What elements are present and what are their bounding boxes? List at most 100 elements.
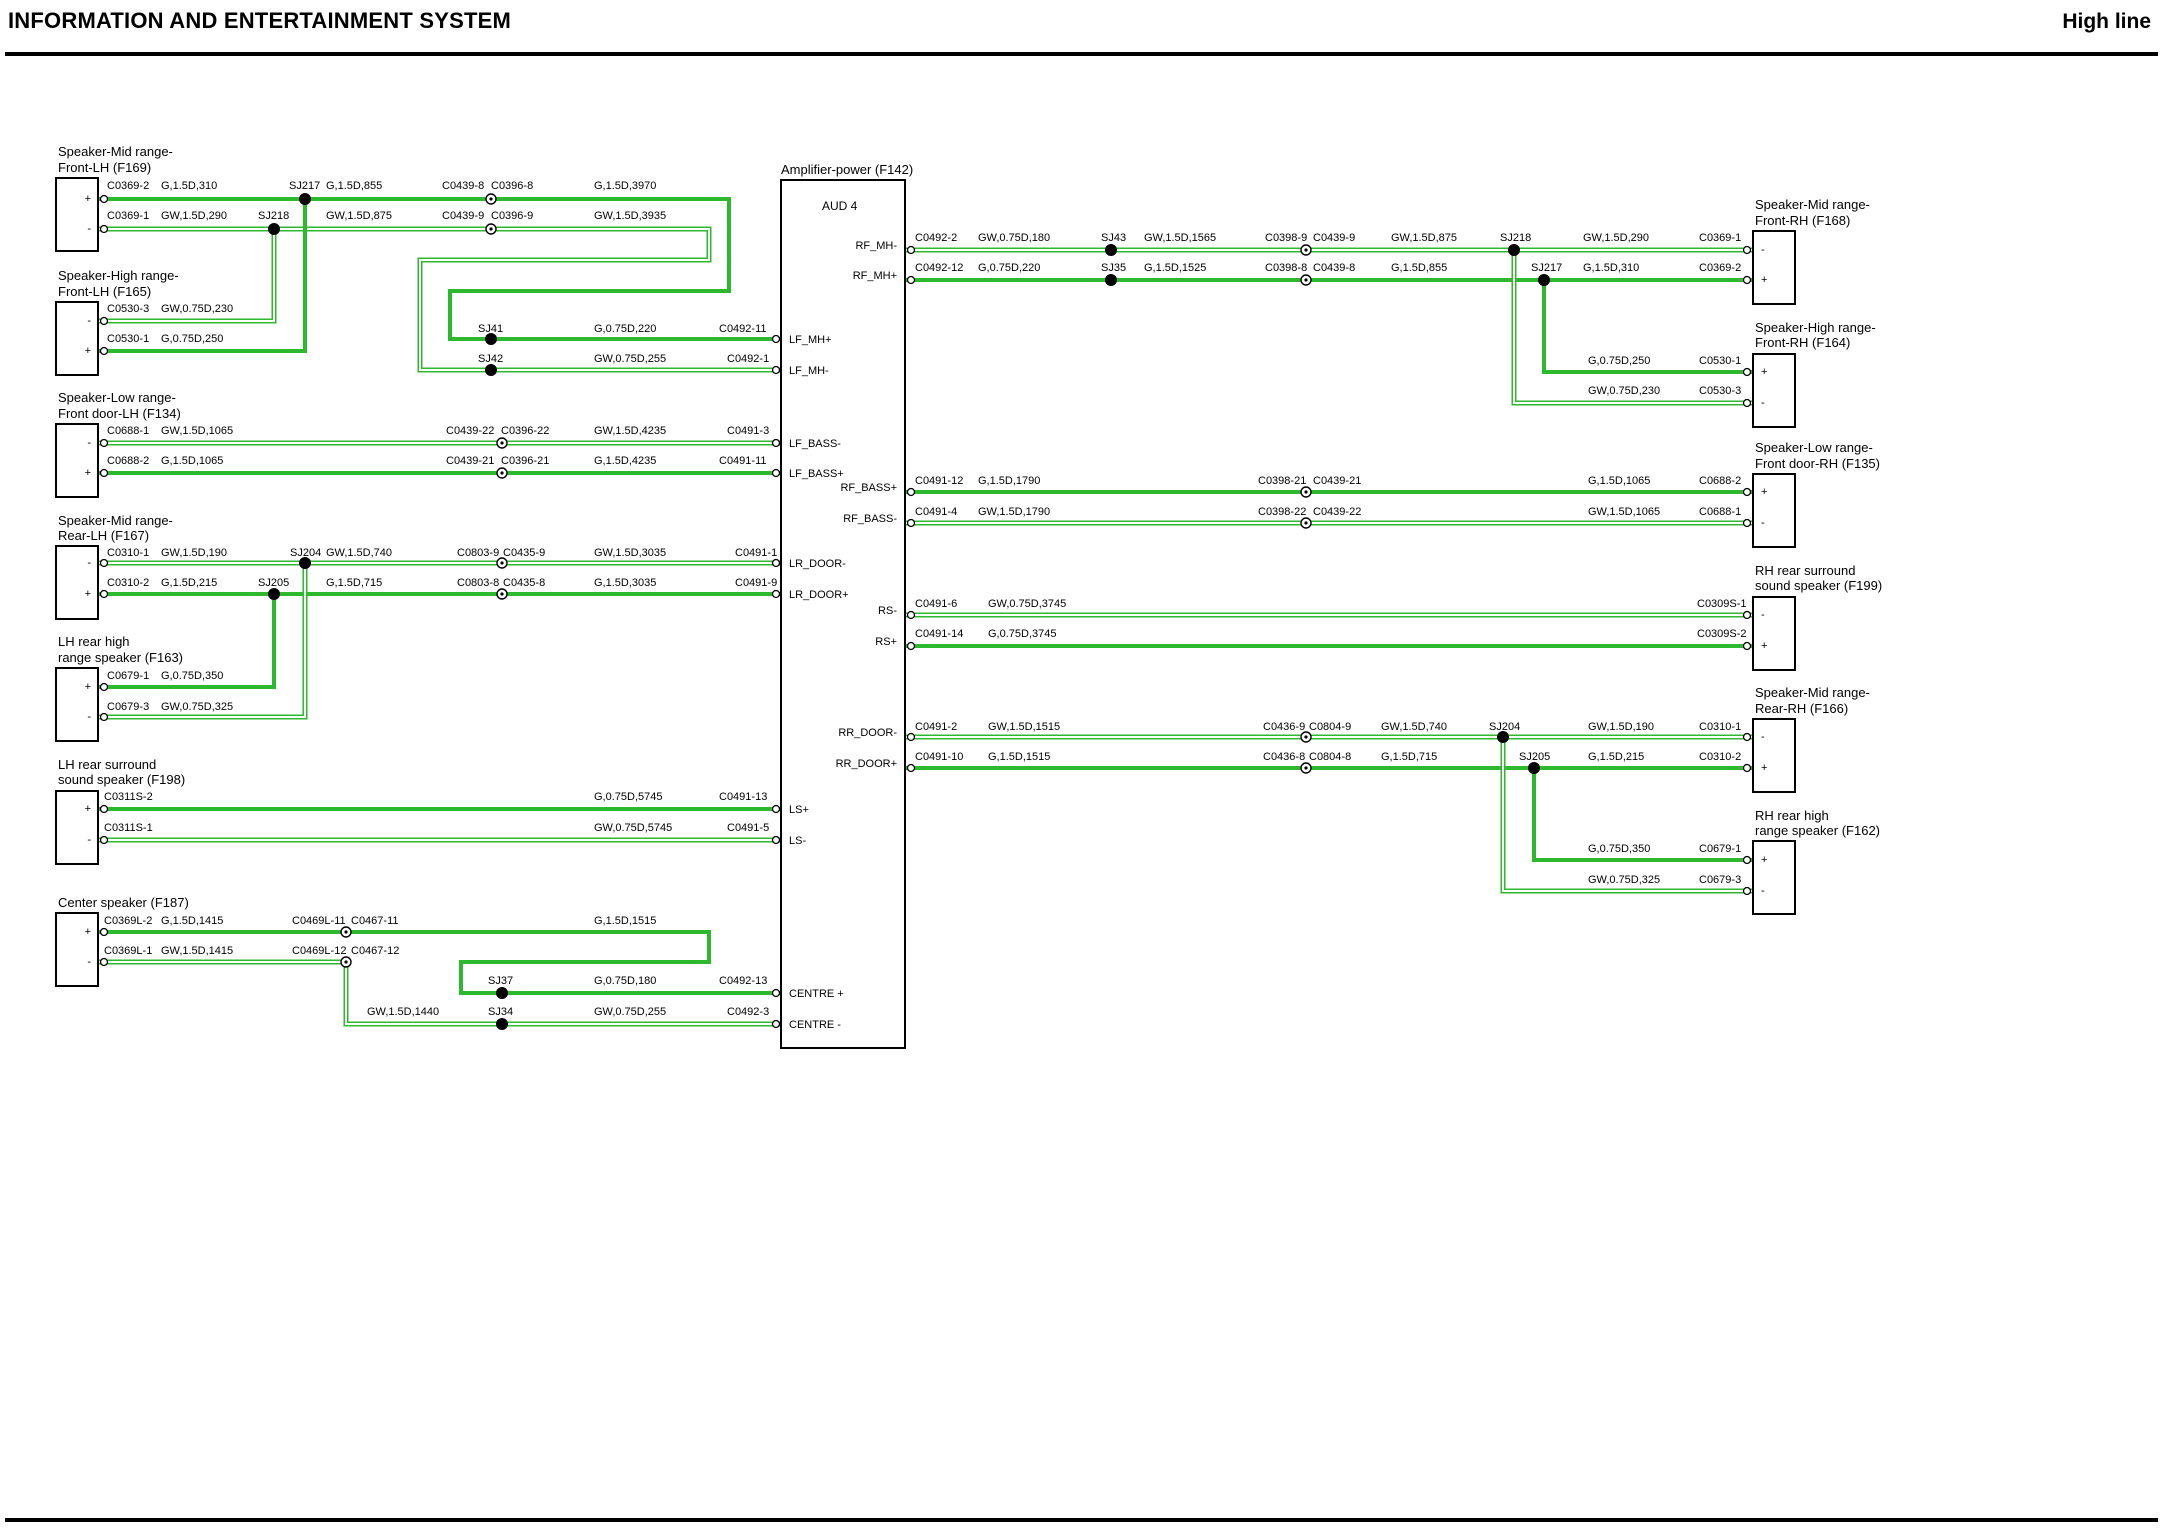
- wire-label: C0679-3: [107, 701, 149, 713]
- splice-dot: [268, 588, 280, 600]
- speaker-box: [1752, 718, 1796, 793]
- wire-label: C0491-6: [915, 598, 957, 610]
- wire-label: C0469L-11: [292, 915, 346, 927]
- amp-pin-label: RF_MH-: [855, 240, 897, 252]
- splice-dot: [496, 1018, 508, 1030]
- terminal-marker: [771, 835, 781, 845]
- speaker-box: [55, 667, 99, 742]
- speaker-name: range speaker (F162): [1755, 823, 1880, 838]
- speaker-box: [55, 912, 99, 987]
- terminal-marker: [99, 589, 109, 599]
- wire-label: GW,0.75D,255: [594, 1006, 666, 1018]
- wire-label: G,0.75D,350: [1588, 843, 1650, 855]
- amp-pin-label: LR_DOOR+: [789, 589, 849, 601]
- wire-label: G,1.5D,4235: [594, 455, 656, 467]
- wire-label: C0491-1: [735, 547, 777, 559]
- wire-label: C0492-12: [915, 262, 963, 274]
- speaker-name: Speaker-Mid range-: [58, 513, 173, 528]
- speaker-name: RH rear high: [1755, 808, 1829, 823]
- amp-pin-label: LF_MH+: [789, 334, 832, 346]
- amp-pin-label: LF_MH-: [789, 365, 829, 377]
- speaker-box: [1752, 596, 1796, 671]
- wire-label: C0491-2: [915, 721, 957, 733]
- speaker-box: [1752, 473, 1796, 548]
- wire-label: SJ204: [1489, 721, 1520, 733]
- pin-sign: +: [1761, 640, 1767, 652]
- green-white-wire-stripe: [99, 563, 306, 718]
- wire-label: C0311S-2: [104, 791, 153, 803]
- terminal-marker: [99, 316, 109, 326]
- wire-label: C0679-3: [1699, 874, 1741, 886]
- terminal-marker: [906, 245, 916, 255]
- terminal-marker: [99, 194, 109, 204]
- wire-label: C0530-3: [107, 303, 149, 315]
- pin-sign: -: [1761, 731, 1765, 743]
- wire-label: GW,1.5D,190: [1588, 721, 1654, 733]
- wire-label: C0803-8: [457, 577, 499, 589]
- pin-sign: -: [87, 557, 91, 569]
- speaker-name: Speaker-High range-: [58, 268, 179, 283]
- green-wire: [99, 930, 781, 995]
- wire-label: SJ34: [488, 1006, 513, 1018]
- splice-dot: [268, 223, 280, 235]
- amplifier-title: Amplifier-power (F142): [781, 162, 913, 177]
- bottom-rule: [5, 1518, 2158, 1522]
- green-white-wire-stripe: [1502, 737, 1753, 892]
- speaker-name: Speaker-Mid range-: [58, 144, 173, 159]
- wire-label: C0688-1: [107, 425, 149, 437]
- page-title: INFORMATION AND ENTERTAINMENT SYSTEM: [8, 8, 511, 33]
- wire-label: C0491-10: [915, 751, 963, 763]
- terminal-marker: [99, 927, 109, 937]
- green-white-wire-stripe: [99, 229, 275, 322]
- wire-label: C0439-9: [1313, 232, 1355, 244]
- wire-label: C0492-3: [727, 1006, 769, 1018]
- green-wire: [1532, 768, 1753, 862]
- pin-sign: -: [87, 956, 91, 968]
- green-wire: [99, 199, 307, 353]
- speaker-name: Front-RH (F168): [1755, 213, 1850, 228]
- splice-dot: [1538, 274, 1550, 286]
- wire-label: C0492-2: [915, 232, 957, 244]
- amp-pin-label: LS-: [789, 835, 806, 847]
- speaker-name: Rear-LH (F167): [58, 528, 149, 543]
- wire-label: G,0.75D,220: [594, 323, 656, 335]
- wire-label: C0369-1: [1699, 232, 1741, 244]
- pin-sign: -: [1761, 885, 1765, 897]
- speaker-name: Speaker-High range-: [1755, 320, 1876, 335]
- inline-connector-pin: [1304, 248, 1308, 252]
- wire-label: C0398-9: [1265, 232, 1307, 244]
- amp-pin-label: RF_MH+: [853, 270, 897, 282]
- speaker-box: [1752, 840, 1796, 915]
- pin-sign: +: [85, 803, 91, 815]
- wire-label: G,1.5D,1515: [988, 751, 1050, 763]
- wire-label: C0491-12: [915, 475, 963, 487]
- wire-label: C0439-22: [446, 425, 494, 437]
- wire-label: C0396-21: [501, 455, 549, 467]
- speaker-name: Front door-LH (F134): [58, 406, 181, 421]
- wire-label: C0369-2: [1699, 262, 1741, 274]
- wire-label: GW,1.5D,1565: [1144, 232, 1216, 244]
- wire-label: C0310-2: [1699, 751, 1741, 763]
- wire-label: C0436-9: [1263, 721, 1305, 733]
- amp-pin-label: RF_BASS+: [840, 482, 897, 494]
- wire-label: C0398-22: [1258, 506, 1306, 518]
- wire-label: GW,1.5D,740: [326, 547, 392, 559]
- wire-label: GW,1.5D,1515: [988, 721, 1060, 733]
- wire-label: C0369-2: [107, 180, 149, 192]
- green-wire: [1542, 280, 1753, 374]
- pin-sign: -: [87, 223, 91, 235]
- top-rule: [5, 52, 2158, 56]
- inline-connector-pin: [1304, 766, 1308, 770]
- terminal-marker: [906, 518, 916, 528]
- wire-label: C0467-11: [351, 915, 399, 927]
- speaker-box: [55, 423, 99, 498]
- wire-label: SJ41: [478, 323, 503, 335]
- wire-label: SJ218: [1500, 232, 1531, 244]
- terminal-marker: [771, 468, 781, 478]
- terminal-marker: [1742, 641, 1752, 651]
- speaker-name: Speaker-Mid range-: [1755, 685, 1870, 700]
- splice-dot: [1497, 731, 1509, 743]
- wire-label: SJ43: [1101, 232, 1126, 244]
- inline-connector-pin: [1304, 735, 1308, 739]
- terminal-marker: [771, 334, 781, 344]
